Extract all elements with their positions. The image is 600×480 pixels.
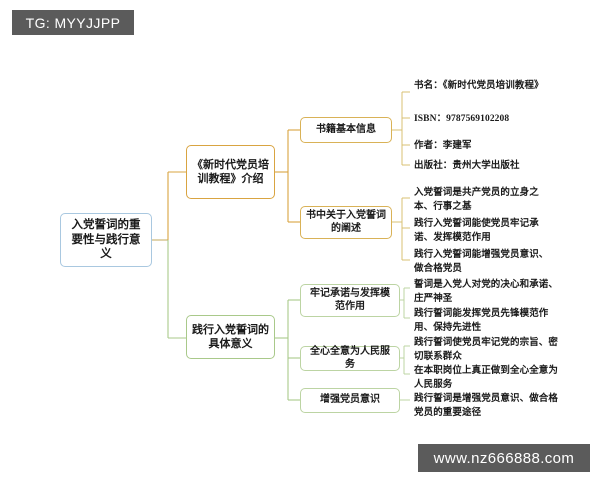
leaf-oath-foundation-text: 入党誓词是共产党员的立身之本、行事之基 (414, 188, 539, 213)
leaf-book-author-text: 作者：李建军 (414, 141, 472, 151)
leaf-serve-in-post[interactable]: 在本职岗位上真正做到全心全意为人民服务 (414, 364, 562, 393)
leaf-book-isbn-text: ISBN：9787569102208 (414, 114, 510, 124)
watermark-bottom-right: www.nz666888.com (418, 444, 590, 472)
leaf-vanguard-role-text: 践行誓词能发挥党员先锋模范作用、保持先进性 (414, 309, 549, 334)
branch-node-practice-meaning[interactable]: 践行入党誓词的具体意义 (186, 315, 275, 359)
topic-node-strengthen-awareness[interactable]: 增强党员意识 (300, 388, 400, 413)
topic-node-serve-people[interactable]: 全心全意为人民服务 (300, 346, 400, 371)
topic-node-serve-people-label: 全心全意为人民服务 (310, 345, 390, 370)
leaf-book-publisher-text: 出版社：贵州大学出版社 (414, 161, 520, 171)
leaf-vanguard-role[interactable]: 践行誓词能发挥党员先锋模范作用、保持先进性 (414, 307, 559, 336)
topic-node-book-basic-info-label: 书籍基本信息 (316, 123, 376, 135)
branch-node-book-intro[interactable]: 《新时代党员培训教程》介绍 (186, 145, 275, 199)
leaf-oath-remember-promise[interactable]: 践行入党誓词能使党员牢记承诺、发挥模范作用 (414, 217, 554, 246)
watermark-top-left-text: TG: MYYJJPP (25, 14, 121, 31)
leaf-oath-strengthen-awareness[interactable]: 践行入党誓词能增强党员意识、做合格党员 (414, 248, 554, 277)
leaf-book-isbn[interactable]: ISBN：9787569102208 (414, 112, 554, 126)
root-node-label: 入党誓词的重要性与践行意义 (71, 218, 141, 261)
leaf-book-author[interactable]: 作者：李建军 (414, 139, 554, 153)
topic-node-remember-promise-label: 牢记承诺与发挥模范作用 (310, 287, 390, 312)
leaf-qualified-member-path[interactable]: 践行誓词是增强党员意识、做合格党员的重要途径 (414, 392, 559, 421)
leaf-book-publisher[interactable]: 出版社：贵州大学出版社 (414, 159, 564, 173)
leaf-book-title[interactable]: 书名：《新时代党员培训教程》 (414, 79, 550, 93)
branch-node-practice-meaning-label: 践行入党誓词的具体意义 (192, 323, 269, 350)
leaf-book-title-text: 书名：《新时代党员培训教程》 (414, 81, 544, 91)
watermark-bottom-right-text: www.nz666888.com (433, 449, 575, 467)
topic-node-book-basic-info[interactable]: 书籍基本信息 (300, 117, 392, 143)
branch-node-book-intro-label: 《新时代党员培训教程》介绍 (192, 158, 269, 185)
topic-node-book-oath-discussion[interactable]: 书中关于入党誓词的阐述 (300, 206, 392, 239)
leaf-party-purpose-text: 践行誓词使党员牢记党的宗旨、密切联系群众 (414, 338, 559, 363)
topic-node-remember-promise[interactable]: 牢记承诺与发挥模范作用 (300, 284, 400, 317)
leaf-oath-foundation[interactable]: 入党誓词是共产党员的立身之本、行事之基 (414, 186, 554, 215)
leaf-oath-solemn-commitment[interactable]: 誓词是入党人对党的决心和承诺、庄严神圣 (414, 278, 559, 307)
leaf-qualified-member-path-text: 践行誓词是增强党员意识、做合格党员的重要途径 (414, 394, 559, 419)
root-node[interactable]: 入党誓词的重要性与践行意义 (60, 213, 152, 267)
watermark-top-left: TG: MYYJJPP (12, 10, 134, 35)
leaf-oath-solemn-commitment-text: 誓词是入党人对党的决心和承诺、庄严神圣 (414, 280, 559, 305)
topic-node-strengthen-awareness-label: 增强党员意识 (320, 394, 380, 406)
topic-node-book-oath-discussion-label: 书中关于入党誓词的阐述 (306, 209, 386, 234)
leaf-oath-strengthen-awareness-text: 践行入党誓词能增强党员意识、做合格党员 (414, 250, 549, 275)
leaf-party-purpose[interactable]: 践行誓词使党员牢记党的宗旨、密切联系群众 (414, 336, 559, 365)
leaf-oath-remember-promise-text: 践行入党誓词能使党员牢记承诺、发挥模范作用 (414, 219, 539, 244)
leaf-serve-in-post-text: 在本职岗位上真正做到全心全意为人民服务 (414, 366, 559, 391)
